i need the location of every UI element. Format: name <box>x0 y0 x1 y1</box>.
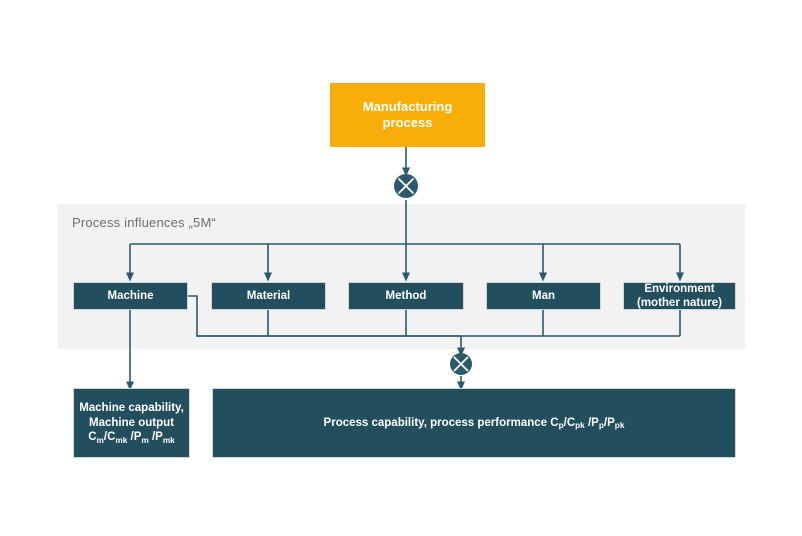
machine-capability-line2: Machine output <box>89 416 174 429</box>
manufacturing-process-box[interactable]: Manufacturing process <box>330 83 485 147</box>
process-capability-label: Process capability, process performance … <box>324 416 625 430</box>
process-capability-box[interactable]: Process capability, process performance … <box>212 388 736 458</box>
influence-label-machine: Machine <box>107 289 154 302</box>
influence-label-environment-line2: (mother nature) <box>637 297 722 309</box>
influence-box-environment[interactable]: Environment (mother nature) <box>623 282 736 310</box>
machine-capability-label: Machine capability, Machine output Cm/Cm… <box>79 401 184 444</box>
crossed-circle-node-top <box>394 174 418 198</box>
influence-box-machine[interactable]: Machine <box>73 282 188 310</box>
influence-box-man[interactable]: Man <box>486 282 601 310</box>
machine-capability-box[interactable]: Machine capability, Machine output Cm/Cm… <box>73 388 190 458</box>
influence-label-material: Material <box>246 289 291 302</box>
influence-label-environment-line1: Environment <box>644 282 715 295</box>
machine-capability-line1: Machine capability, <box>79 402 184 415</box>
influence-box-material[interactable]: Material <box>211 282 326 310</box>
process-capability-text: Process capability, process performance <box>323 416 548 429</box>
manufacturing-process-label-line2: process <box>382 115 433 130</box>
influence-label-man: Man <box>532 289 555 302</box>
influence-label-environment: Environment (mother nature) <box>637 282 722 311</box>
influence-label-method: Method <box>385 289 427 302</box>
manufacturing-process-label-line1: Manufacturing <box>362 98 453 114</box>
manufacturing-process-label: Manufacturing process <box>363 99 453 132</box>
process-capability-formula: Cp/Cpk /Pp/Ppk <box>550 416 625 431</box>
influence-box-method[interactable]: Method <box>348 282 464 310</box>
crossed-circle-node-bottom <box>450 353 472 375</box>
machine-capability-formula: Cm/Cmk /Pm /Pmk <box>88 431 175 445</box>
panel-title: Process influences „5M“ <box>72 215 217 230</box>
process-influences-panel <box>57 204 745 349</box>
